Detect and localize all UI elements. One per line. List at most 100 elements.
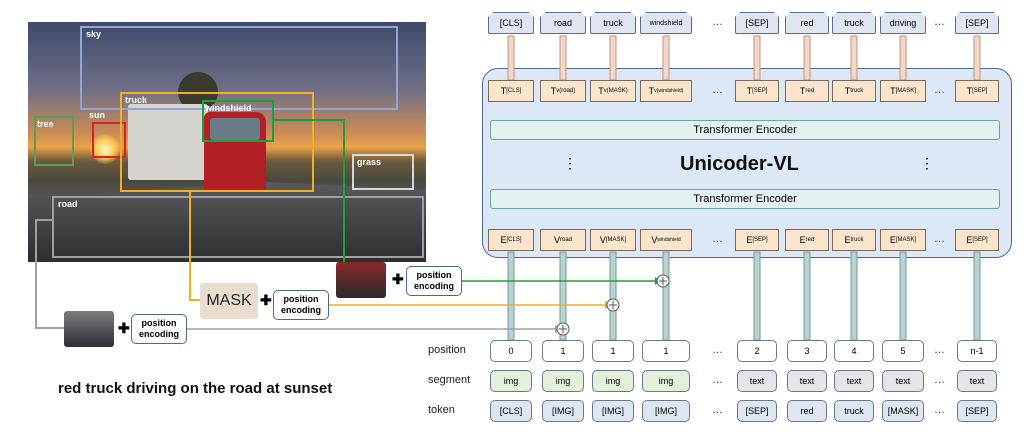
output-arrow	[507, 35, 515, 81]
token-cell: red	[787, 400, 827, 422]
segment-cell: text	[737, 370, 777, 392]
embedding-token: E[MASK]	[880, 229, 926, 251]
hidden-token: T[SEP]	[735, 80, 779, 102]
position-cell: 4	[834, 340, 874, 362]
embedding-token-sub: [MASK]	[605, 237, 627, 243]
token-cell: [CLS]	[490, 400, 532, 422]
hidden-token-main: T	[844, 86, 851, 96]
output-token: red	[785, 12, 829, 34]
embedding-token-sub: [MASK]	[895, 237, 917, 243]
position-cell: 1	[642, 340, 690, 362]
token-cell: [IMG]	[542, 400, 584, 422]
hidden-token-main: T	[550, 86, 557, 96]
output-token: truck	[832, 12, 876, 34]
embedding-token-main: E	[844, 235, 851, 245]
plus-icon: ✚	[118, 320, 130, 336]
segment-row-label: segment	[428, 374, 471, 386]
position-cell: 1	[542, 340, 584, 362]
bbox-sky	[80, 26, 398, 110]
hidden-token-sub: [CLS]	[506, 88, 522, 94]
position-cell: 5	[882, 340, 924, 362]
mask-label: MASK	[206, 292, 252, 309]
caption: red truck driving on the road at sunset	[58, 380, 333, 397]
hidden-token-main: T	[890, 86, 896, 96]
hidden-token-sub: truck	[850, 88, 864, 94]
hidden-token: T[MASK]	[880, 80, 926, 102]
position-encoding-mask: position encoding	[273, 290, 329, 320]
segment-cell: text	[882, 370, 924, 392]
column-pipe	[753, 251, 761, 341]
truck-trailer	[128, 104, 208, 180]
ellipsis: …	[934, 404, 945, 416]
ellipsis: …	[712, 344, 723, 356]
hidden-token-main: T	[598, 86, 604, 96]
token-cell: [SEP]	[737, 400, 777, 422]
output-arrow	[753, 35, 761, 81]
hidden-token: T[SEP]	[955, 80, 999, 102]
embedding-token: E[CLS]	[488, 229, 534, 251]
hidden-token-sub: [SEP]	[972, 88, 988, 94]
position-cell: 3	[787, 340, 827, 362]
output-token: [SEP]	[955, 12, 999, 34]
bbox-tree	[34, 116, 74, 166]
vdots-right: ⋮	[920, 155, 934, 171]
road-crop	[64, 311, 114, 347]
output-token: driving	[880, 12, 926, 34]
output-token: [CLS]	[488, 12, 534, 34]
segment-cell: text	[787, 370, 827, 392]
output-arrow	[803, 35, 811, 81]
column-pipe	[609, 251, 617, 341]
hidden-token-sub: v(road)	[556, 88, 576, 94]
position-encoding-windshield: position encoding	[406, 266, 462, 296]
bbox-label-tree: tree	[37, 119, 54, 129]
arrow-truck	[189, 192, 200, 301]
plus-icon: ✚	[260, 292, 272, 308]
token-cell: [IMG]	[642, 400, 690, 422]
column-pipe	[662, 251, 670, 341]
bbox-truck	[120, 92, 314, 192]
embedding-token-main: E	[799, 235, 806, 245]
bbox-road	[52, 196, 424, 258]
embedding-token-main: E	[500, 235, 507, 245]
add-icon-cross	[609, 301, 617, 309]
column-pipe	[899, 251, 907, 341]
bbox-label-road: road	[58, 199, 78, 209]
transformer-encoder-bottom: Transformer Encoder	[490, 189, 1000, 209]
embedding-token-sub: windshield	[657, 237, 681, 243]
column-pipe	[850, 251, 858, 341]
output-arrow	[662, 35, 670, 81]
segment-cell: text	[957, 370, 997, 392]
column-pipe	[803, 251, 811, 341]
position-cell: 0	[490, 340, 532, 362]
model-title: Unicoder-VL	[680, 153, 799, 175]
bbox-label-windshield: windshield	[205, 103, 252, 113]
mask-crop: MASK	[200, 283, 258, 319]
road-surface	[28, 182, 426, 262]
token-cell: truck	[834, 400, 874, 422]
embedding-token-sub: [SEP]	[972, 237, 988, 243]
windshield-crop	[336, 262, 386, 298]
truck-windshield	[210, 118, 260, 140]
segment-cell: text	[834, 370, 874, 392]
bbox-label-grass: grass	[357, 157, 382, 167]
output-token: windshield	[640, 12, 692, 34]
bbox-grass	[352, 154, 414, 190]
ellipsis: …	[934, 374, 945, 386]
hidden-token: T[CLS]	[488, 80, 534, 102]
ellipsis: …	[934, 233, 945, 245]
position-row-label: position	[428, 344, 466, 356]
embedding-token-sub: truck	[850, 237, 864, 243]
ellipsis: …	[712, 84, 723, 96]
hidden-token-sub: v(windshield)	[654, 88, 684, 94]
output-arrow	[609, 35, 617, 81]
embedding-token-sub: road	[560, 237, 573, 243]
position-encoding-road: position encoding	[131, 314, 187, 344]
output-arrow	[973, 35, 981, 81]
hidden-token-sub: v(MASK)	[603, 88, 628, 94]
hidden-token-sub: [MASK]	[895, 88, 916, 94]
embedding-token-sub: red	[805, 237, 815, 243]
embedding-token-main: V	[553, 235, 560, 245]
